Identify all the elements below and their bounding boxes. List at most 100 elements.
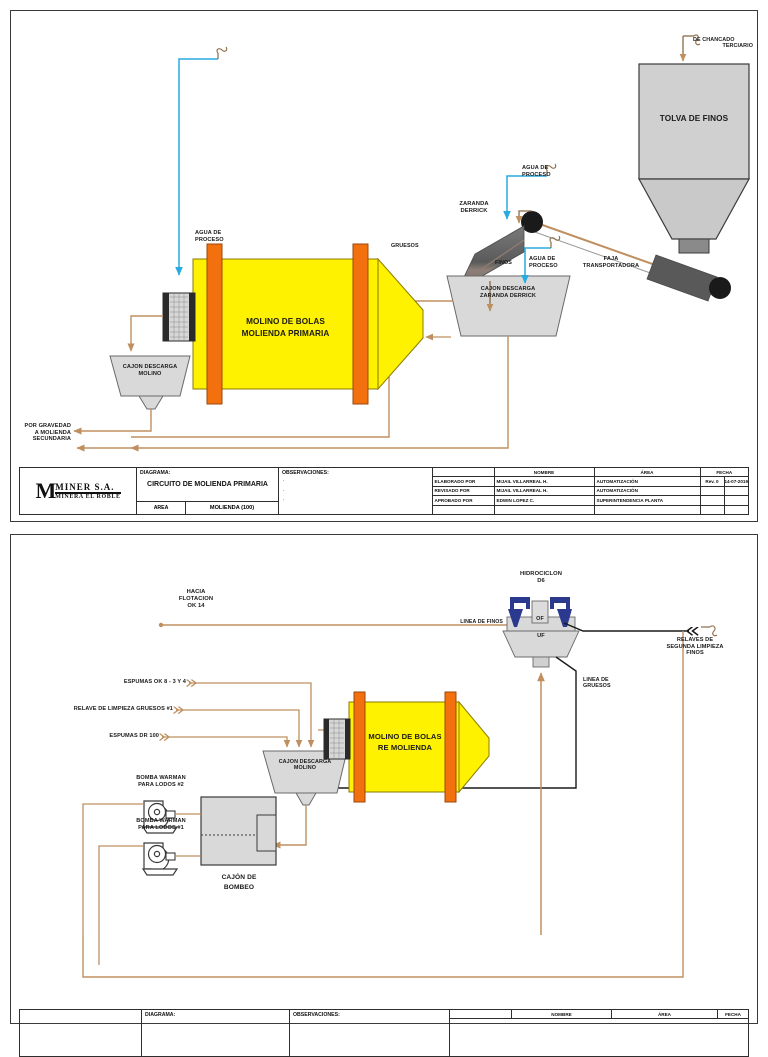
observaciones-caption: OBSERVACIONES: (282, 470, 329, 476)
label-relaves-segunda-limpieza: RELAVES DE SEGUNDA LIMPIEZA FINOS (666, 637, 724, 657)
label-hidrociclon-d6: HIDROCICLON D6 (520, 571, 562, 584)
faja-transportadora-shape (521, 211, 731, 302)
approval-fecha-3 (725, 496, 749, 505)
observaciones-caption-2: OBSERVACIONES: (293, 1012, 340, 1018)
label-cajon-de-bombeo: CAJÓN DE BOMBEO (221, 874, 257, 891)
label-tolva-de-finos: TOLVA DE FINOS (659, 114, 729, 123)
titleblock-approval-grid: NOMBRE ÁREA FECHA ELABORADO POR MIJAIL V… (432, 468, 749, 515)
sheet1-graphics (11, 11, 757, 521)
approval-role-revisado: REVISADO POR (433, 486, 495, 495)
approval-row-revisado: REVISADO POR MIJAIL VILLARREAL H. AUTOMA… (432, 486, 749, 496)
label-molino-bolas-primaria: MOLINO DE BOLAS MOLIENDA PRIMARIA (241, 317, 330, 338)
pump2-suction-line (82, 803, 144, 935)
espumas-ok-line (196, 682, 315, 748)
sheet-molienda-primaria: DE CHANCADO TERCIARIO TOLVA DE FINOS FAJ… (10, 10, 758, 522)
label-molino-re-molienda: MOLINO DE BOLAS RE MOLIENDA (368, 732, 442, 753)
approval-header-area: ÁREA (595, 468, 701, 476)
water-to-molino-line (175, 46, 228, 276)
label-espumas-dr: ESPUMAS DR 100 (109, 733, 159, 739)
observaciones-item-1: . (283, 477, 285, 483)
label-hacia-flotacion: HACIA FLOTACION OK 14 (178, 589, 214, 609)
cajon-molino-outlet-line (73, 409, 152, 435)
observaciones-item-3: . (283, 496, 285, 502)
titleblock-diagrama-cell-2: DIAGRAMA: (142, 1010, 290, 1056)
relave-limpieza-gruesos-line (183, 709, 303, 748)
approval-col-blank (433, 468, 495, 476)
cajon-zaranda-outlet-line (130, 336, 509, 452)
diagrama-caption: DIAGRAMA: (140, 470, 171, 476)
bomba-warman-2-shape (141, 800, 179, 834)
label-por-gravedad-molienda-secundaria: POR GRAVEDAD A MOLIENDA SECUNDARIA (24, 423, 71, 443)
approval-fecha-2 (725, 487, 749, 496)
label-cajon-descarga-zaranda: CAJON DESCARGA ZARANDA DERRICK (480, 286, 536, 299)
approval-area-elaborado: AUTOMATIZACIÓN (595, 477, 701, 486)
titleblock-logo-cell-2 (20, 1010, 142, 1056)
sheet-re-molienda: HACIA FLOTACION OK 14 LINEA DE FINOS HID… (10, 534, 758, 1057)
sheet2-graphics (11, 535, 757, 1023)
titleblock-observaciones-cell-2: OBSERVACIONES: (290, 1010, 450, 1056)
cajon-descarga-zaranda-shape (446, 275, 571, 337)
label-overflow-of: OF (536, 616, 544, 622)
label-faja-transportadora: FAJA TRANSPORTADORA (582, 256, 640, 269)
approval-row-aprobado: APROBADO POR EDWIN LOPEZ C. SUPERINTENDE… (432, 496, 749, 506)
water-to-cajon-zaranda-line (521, 235, 561, 284)
titleblock-logo-cell: M MINER S.A. MINERA EL ROBLE (20, 468, 138, 514)
overflow-relaves-line (563, 622, 689, 631)
label-zaranda-derrick: ZARANDA DERRICK (459, 201, 489, 214)
drawing-page: DE CHANCADO TERCIARIO TOLVA DE FINOS FAJ… (10, 10, 758, 1057)
bomba-warman-1-shape (141, 842, 179, 876)
approval-rev-4 (701, 505, 725, 515)
cajon-descarga-molino-shape (109, 355, 191, 410)
titleblock-diagrama-cell: DIAGRAMA: CIRCUITO DE MOLIENDA PRIMARIA … (137, 468, 280, 514)
water-to-zaranda-line (503, 163, 557, 220)
approval-header-fecha-2: FECHA (725, 1011, 741, 1017)
cajon-de-bombeo-shape (200, 796, 277, 866)
observaciones-item-2: . (283, 486, 285, 493)
label-linea-de-gruesos: LINEA DE GRUESOS (583, 677, 611, 690)
approval-area-aprobado: SUPERINTENDENCIA PLANTA (595, 496, 701, 505)
label-cajon-descarga-molino-2: CAJON DESCARGA MOLINO (278, 759, 332, 772)
cajon-descarga-molino-shape-2 (262, 750, 348, 806)
approval-col-blank-2 (450, 1010, 512, 1018)
approval-header-fecha: FECHA (716, 469, 733, 475)
approval-rev-2 (701, 486, 725, 495)
titleblock-approval-grid-2: NOMBRE ÁREA FECHA (450, 1010, 748, 1056)
label-relave-limpieza-gruesos: RELAVE DE LIMPIEZA GRUESOS #1 (73, 706, 173, 712)
area-value: MOLIENDA (100) (209, 505, 255, 511)
titleblock-observaciones-cell: OBSERVACIONES: . . . (279, 468, 433, 514)
label-agua-proceso-molino: AGUA DE PROCESO (195, 230, 224, 243)
titleblock-sheet1: M MINER S.A. MINERA EL ROBLE DIAGRAMA: C… (19, 467, 749, 515)
approval-header-area-2: ÁREA (612, 1010, 718, 1018)
molino-re-molienda-shape (323, 691, 490, 803)
company-logo: M MINER S.A. MINERA EL ROBLE (20, 468, 136, 514)
label-finos: FINOS (495, 260, 512, 266)
stream-connector-arrows (162, 683, 196, 737)
approval-name-aprobado: EDWIN LOPEZ C. (495, 496, 595, 505)
label-agua-proceso-zaranda: AGUA DE PROCESO (522, 165, 551, 178)
diagrama-value: CIRCUITO DE MOLIENDA PRIMARIA (147, 481, 268, 488)
approval-row-elaborado: ELABORADO POR MIJAIL VILLARREAL H. AUTOM… (432, 477, 749, 487)
approval-rev-3 (701, 496, 725, 505)
espumas-dr-line (169, 736, 291, 748)
area-caption: AREA (137, 502, 187, 514)
logo-letter-m: M (35, 478, 57, 504)
approval-area-revisado: AUTOMATIZACIÓN (595, 486, 701, 495)
approval-name-elaborado: MIJAIL VILLARREAL H. (495, 477, 595, 486)
diagrama-caption-2: DIAGRAMA: (145, 1012, 176, 1018)
cajon-to-bombeo-line (272, 805, 307, 849)
approval-fecha: 14-07-2019 (724, 478, 749, 484)
molino-bolas-primaria-shape (162, 243, 424, 405)
company-name: MINER S.A. (55, 482, 121, 494)
titleblock-sheet2: DIAGRAMA: OBSERVACIONES: NOMBRE ÁREA FEC… (19, 1009, 749, 1057)
label-underflow-uf: UF (537, 633, 545, 639)
relaves-connector-symbol (701, 625, 718, 637)
faja-discharge-to-zaranda (515, 210, 532, 224)
approval-row-blank (433, 505, 749, 515)
approval-header-nombre: NOMBRE (495, 468, 595, 476)
label-bomba-warman-1: BOMBA WARMAN PARA LODOS #1 (136, 818, 186, 831)
label-cajon-descarga-molino: CAJON DESCARGA MOLINO (122, 364, 178, 377)
approval-fecha-4 (725, 506, 749, 515)
approval-role-blank (433, 505, 495, 515)
approval-area-blank (595, 505, 701, 515)
approval-rev: Rev. 0 (701, 477, 725, 486)
